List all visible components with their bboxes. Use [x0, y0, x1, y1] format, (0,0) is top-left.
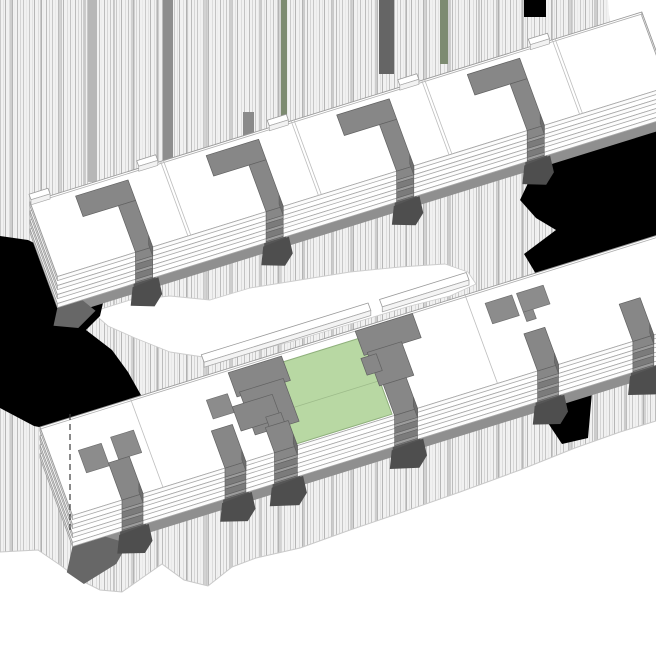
ground-shadow-wedge	[53, 299, 96, 328]
shadow-column	[88, 0, 97, 182]
parapet-strip	[200, 302, 372, 368]
plate-front-face	[72, 360, 656, 547]
plate-front-face	[57, 90, 656, 282]
core-ground-shadow	[391, 196, 424, 226]
black-rect-top	[524, 0, 546, 17]
core-ground-shadow	[389, 438, 427, 469]
shadow-column	[281, 0, 287, 124]
plate-front-face	[57, 117, 656, 309]
plate-front-face	[57, 99, 656, 291]
shadow-column	[440, 0, 448, 64]
roof-void	[523, 308, 537, 322]
plate-front-face	[72, 351, 656, 538]
parapet-tabs	[28, 32, 550, 206]
core-block	[360, 353, 383, 376]
core-ground-shadow	[522, 155, 554, 185]
core-ground-shadow	[220, 491, 256, 522]
core-ground-shadow	[628, 366, 656, 395]
core-ground-shadow	[117, 523, 153, 554]
plate-front-face	[72, 342, 656, 529]
core-block	[354, 313, 422, 356]
t-core	[205, 138, 293, 266]
t-cores	[75, 57, 554, 307]
t-core	[336, 98, 424, 226]
artifact-columns	[88, 0, 448, 182]
core-stems	[108, 297, 656, 554]
parapet-tab-face	[30, 193, 51, 206]
upper-building-bar	[28, 11, 656, 328]
ground-shadow-wedge	[66, 536, 128, 584]
parapet-tab-face	[399, 78, 420, 91]
parapet-strip-face	[381, 279, 470, 313]
t-core	[75, 179, 163, 307]
white-region-bottom	[0, 421, 656, 656]
roof-void	[516, 284, 551, 313]
shadow-column	[379, 0, 394, 74]
black-blob-left	[0, 236, 152, 432]
parapet-tab-face	[138, 160, 159, 172]
parapet-tab-face	[268, 119, 289, 132]
white-shadow-blob-middle	[91, 263, 477, 359]
core-blocks	[227, 313, 422, 437]
core-block	[227, 355, 291, 398]
ground-shadow-band	[59, 121, 656, 317]
lower-building-bar	[39, 235, 656, 584]
roof-void	[110, 429, 143, 460]
parapet-tab-face	[530, 38, 550, 51]
plate-front-face	[72, 333, 656, 520]
core-ground-shadow	[261, 236, 293, 266]
core-ground-shadow	[269, 475, 307, 507]
roof-void	[484, 294, 520, 325]
shadow-column	[163, 0, 173, 170]
roof-voids	[77, 284, 551, 474]
parapet-strip-face	[203, 310, 372, 368]
core-ground-shadow	[532, 394, 568, 425]
plate-front-face	[57, 108, 656, 300]
core-block	[366, 341, 415, 387]
parapet-strip	[379, 272, 470, 313]
core-ground-shadow	[130, 277, 163, 307]
ground-shadow-band	[74, 365, 656, 556]
shadow-column	[243, 112, 254, 138]
t-core	[466, 57, 554, 185]
